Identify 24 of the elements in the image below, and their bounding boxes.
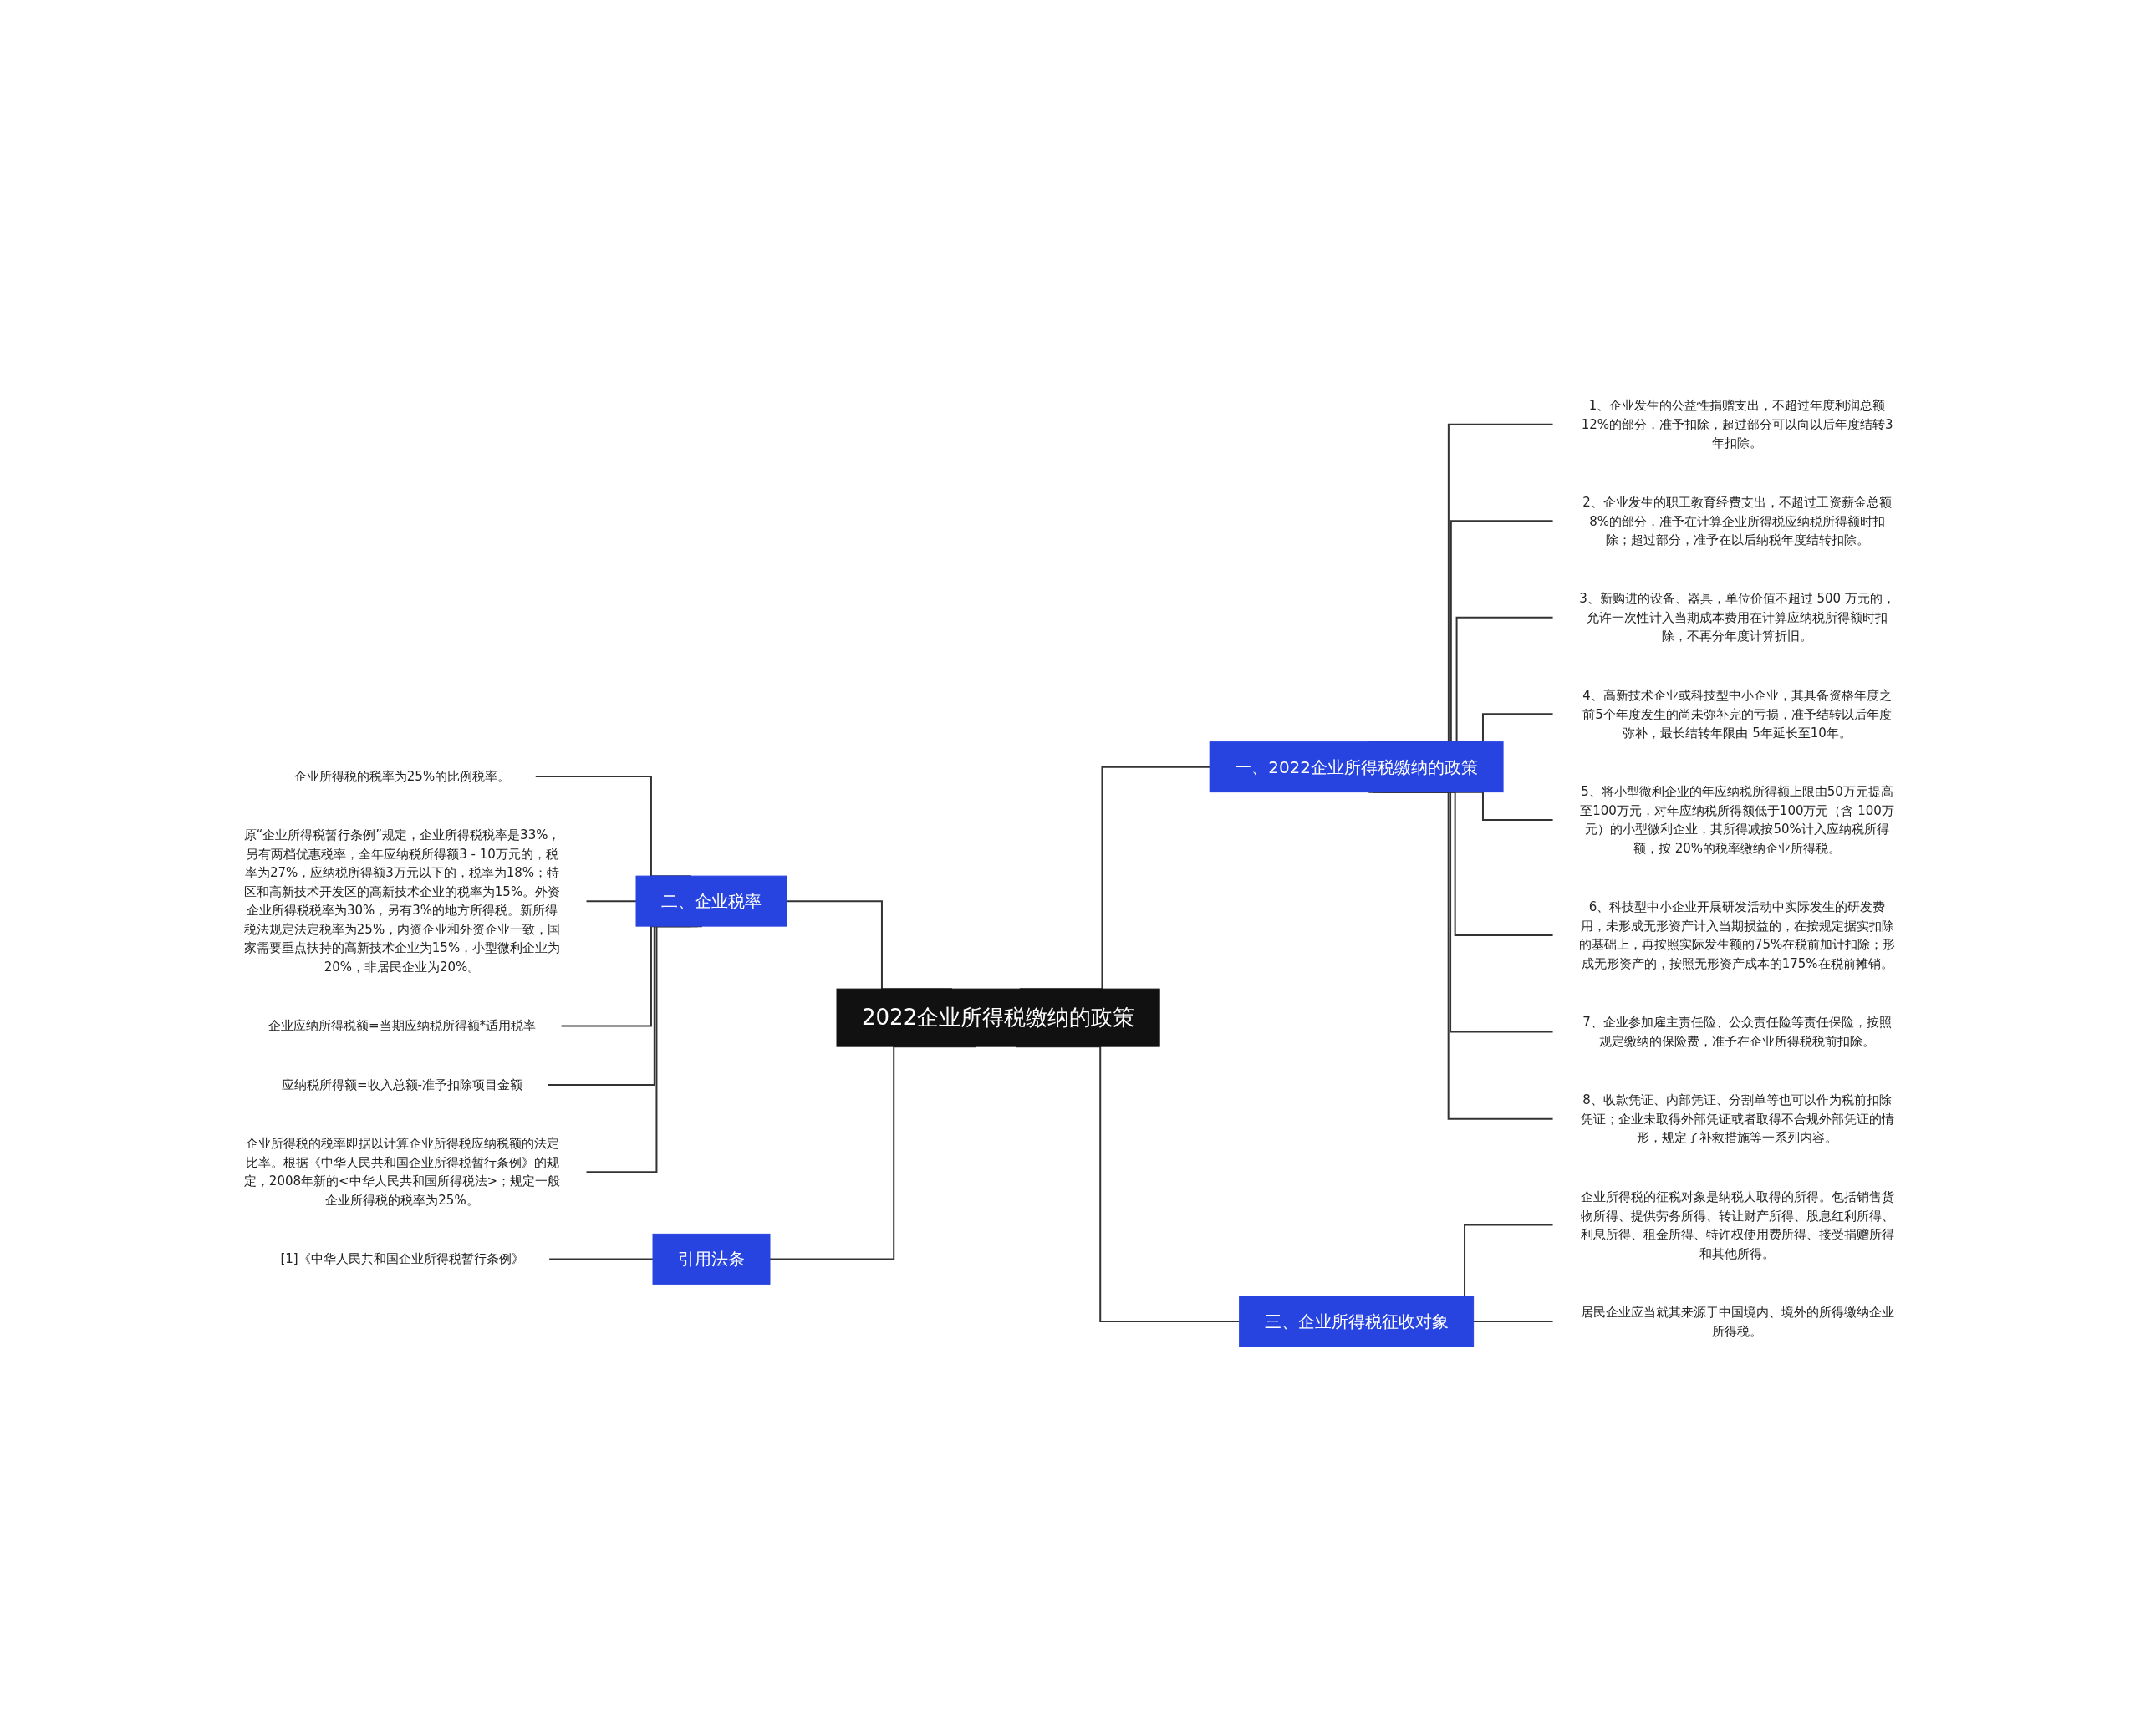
node-text: 3、新购进的设备、器具，单位价值不超过 500 万元的，允许一次性计入当期成本费用在计算应纳税所得额时扣除，不再分年度计算折旧。 <box>1579 590 1896 644</box>
node-text: 7、企业参加雇主责任险、公众责任险等责任保险，按照规定缴纳的保险费，准予在企业所得税税前扣除。 <box>1582 1014 1893 1049</box>
node-text: 6、科技型中小企业开展研发活动中实际发生的研发费用，未形成无形资产计入当期损益的，在按规定据实扣除的基础上，再按照实际发生额的75%在税前加计扣除；形成无形资产的，按照无形资产成本的175%在税前摊销。 <box>1579 899 1896 971</box>
node-text: 1、企业发生的公益性捐赠支出，不超过年度利润总额12%的部分，准予扣除，超过部分可以向以后年度结转3年扣除。 <box>1582 397 1893 451</box>
node-box: 一、2022企业所得税缴纳的政策 <box>1210 741 1505 792</box>
node-box: 二、企业税率 <box>635 875 787 927</box>
node-text: [1]《中华人民共和国企业所得税暂行条例》 <box>280 1250 525 1266</box>
connector <box>1473 1320 1555 1322</box>
node-box: 引用法条 <box>652 1233 771 1285</box>
node-text: 应纳税所得额=收入总额-准予扣除项目金额 <box>282 1077 523 1092</box>
connector <box>585 899 638 902</box>
node-text: 5、将小型微利企业的年应纳税所得额上限由50万元提高至100万元，对年应纳税所得额低于100万元（含 100万元）的小型微利企业，其所得减按50%计入应纳税所得额，按 20%的税率缴纳企业所得税。 <box>1580 783 1895 856</box>
node-text: 企业所得税的税率为25%的比例税率。 <box>294 768 511 784</box>
node-text: 企业所得税的征税对象是纳税人取得的所得。包括销售货物所得、提供劳务所得、转让财产所得、股息红利所得、利息所得、租金所得、特许权使用费所得、接受捐赠所得和其他所得。 <box>1581 1189 1895 1260</box>
node-text: 8、收款凭证、内部凭证、分割单等也可以作为税前扣除凭证；企业未取得外部凭证或者取得不合规外部凭证的情形，规定了补救措施等一系列内容。 <box>1581 1092 1895 1145</box>
node-text: 4、高新技术企业或科技型中小企业，其具备资格年度之前5个年度发生的尚未弥补完的亏损，准予结转以后年度弥补，最长结转年限由 5年延长至10年。 <box>1582 687 1893 741</box>
node-box: 三、企业所得税征收对象 <box>1239 1296 1475 1347</box>
connector <box>548 1258 655 1260</box>
node-text: 2、企业发生的职工教育经费支出，不超过工资薪金总额8%的部分，准予在计算企业所得税应纳税所得额时扣除；超过部分，准予在以后纳税年度结转扣除。 <box>1582 494 1893 547</box>
node-text: 居民企业应当就其来源于中国境内、境外的所得缴纳企业所得税。 <box>1581 1304 1895 1338</box>
node-text: 企业应纳所得税额=当期应纳税所得额*适用税率 <box>268 1017 537 1033</box>
node-text: 企业所得税的税率即据以计算企业所得税应纳税额的法定比率。根据《中华人民共和国企业所得税暂行条例》的规定，2008年新的<中华人民共和国所得税法>；规定一般企业所得税的税率为25%。 <box>244 1135 561 1208</box>
node-box: 2022企业所得税缴纳的政策 <box>836 988 1161 1047</box>
node-text: 原“企业所得税暂行条例”规定，企业所得税税率是33%，另有两档优惠税率，全年应纳税所得额3 - 10万元的，税率为27%，应纳税所得额3万元以下的，税率为18%；特区和高新技术开发区的高新技术企业的税率为15%。外资企业所得税税率为30%，另有3%的地方所得税。新所得税法规定法定税率为25%，内资企业和外资企业一致，国家需要重点扶持的高新技术企业为15%，小型微利企业为20%，非居民企业为20%。 <box>244 827 561 975</box>
